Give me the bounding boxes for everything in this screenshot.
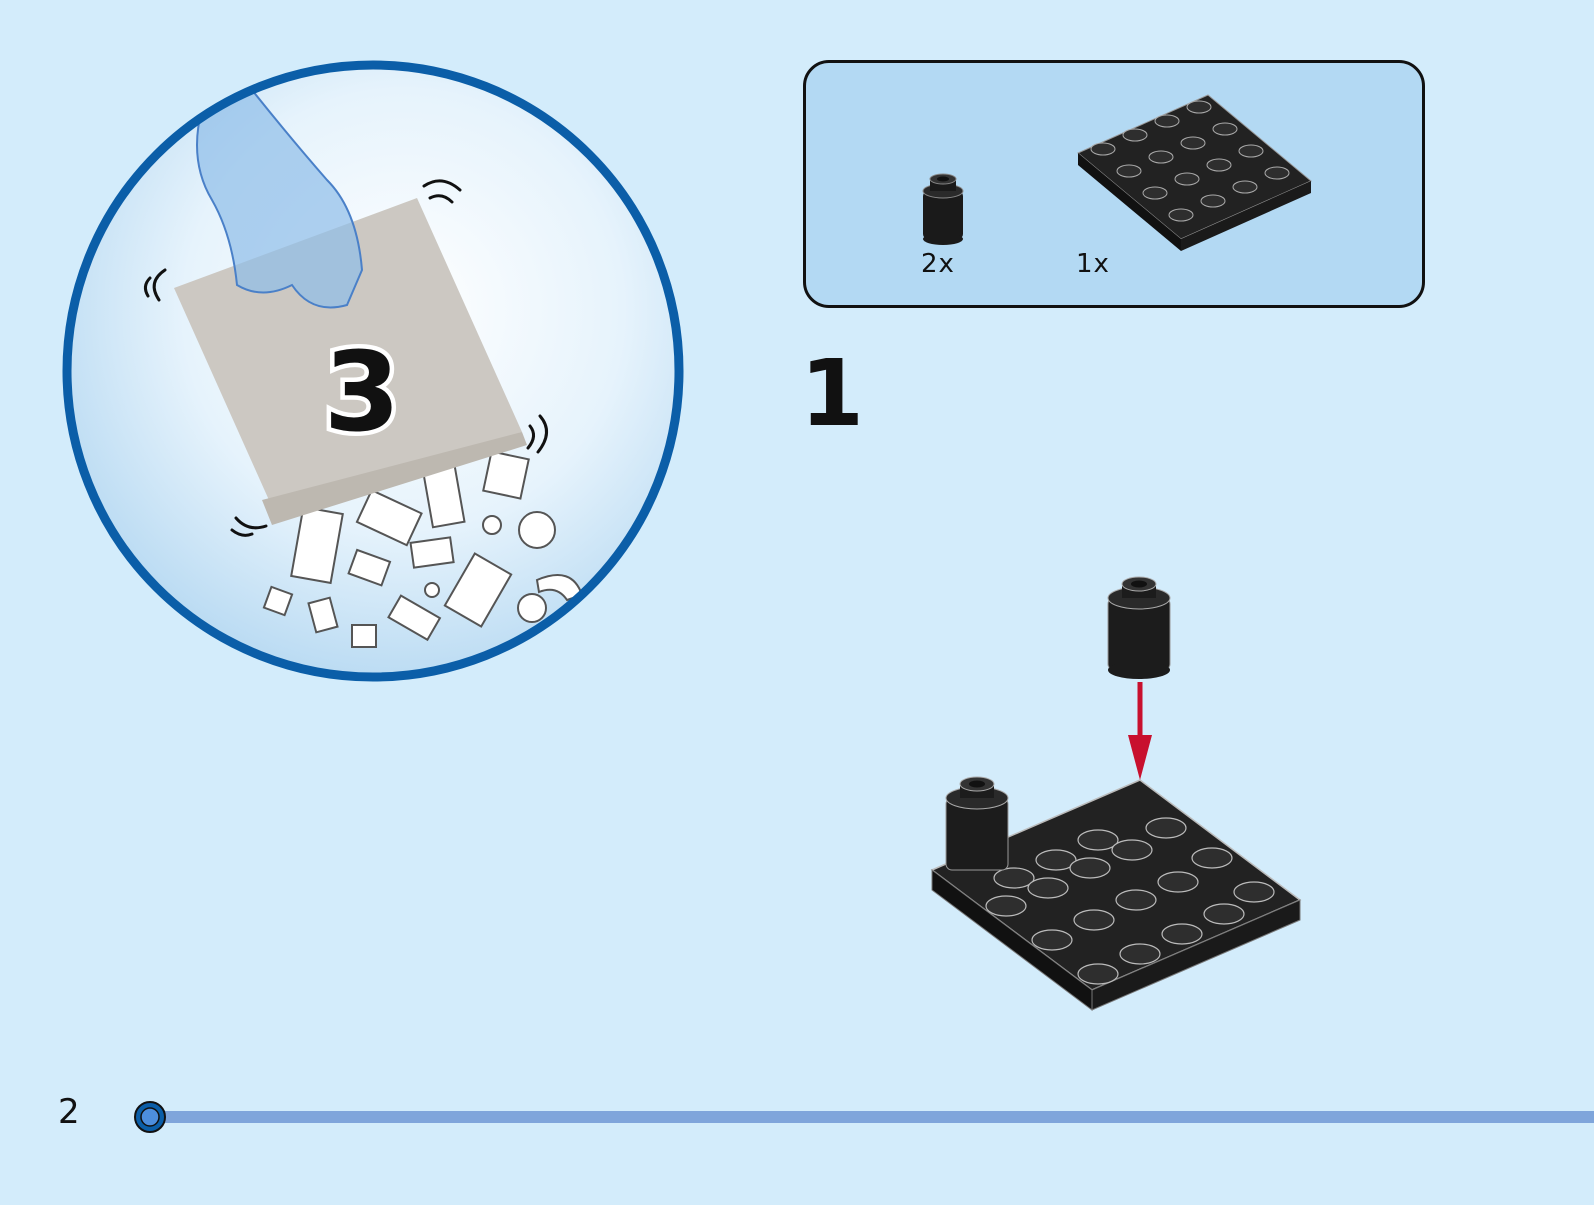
bag-circle-illustration: 3 xyxy=(62,60,685,683)
bag-number: 3 xyxy=(324,328,401,456)
progress-track xyxy=(150,1111,1594,1123)
parts-list-illustration xyxy=(806,63,1428,311)
page-number: 2 xyxy=(58,1092,80,1132)
step-assembly-illustration xyxy=(920,570,1320,1020)
parts-list-box: 2x 1x xyxy=(803,60,1425,308)
round-brick-icon xyxy=(923,174,963,245)
plate-4x4-icon xyxy=(1078,95,1311,251)
progress-marker-icon xyxy=(133,1100,167,1134)
part-quantity-plate: 1x xyxy=(1076,249,1110,279)
part-quantity-round-brick: 2x xyxy=(921,249,955,279)
step-number: 1 xyxy=(800,340,864,447)
